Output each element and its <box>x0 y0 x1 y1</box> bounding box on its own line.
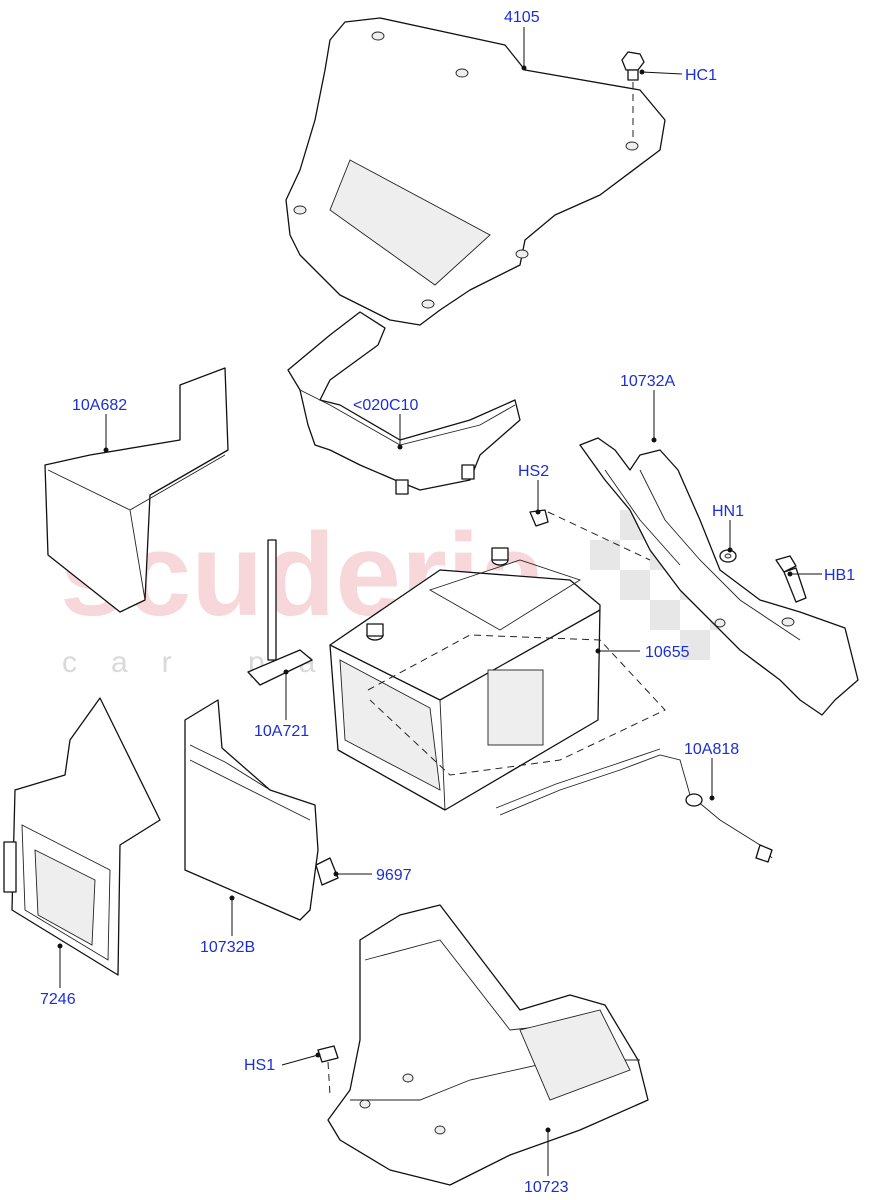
callout-HC1: HC1 <box>685 67 717 84</box>
callout-4105: 4105 <box>504 9 540 26</box>
part-10732B-panel <box>184 699 319 921</box>
leader-lines <box>57 27 822 1176</box>
callout-9697: 9697 <box>376 867 412 884</box>
callout-HN1: HN1 <box>712 503 744 520</box>
part-10732A-bracket <box>579 437 859 716</box>
part-10A682-pad <box>44 367 229 613</box>
part-HC1-clip <box>621 51 645 140</box>
callout-10A721: 10A721 <box>254 723 309 740</box>
callout-10732A: 10732A <box>620 373 675 390</box>
callout-10732B: 10732B <box>200 939 255 956</box>
part-7246-shield <box>3 697 161 976</box>
part-9697-plug <box>315 857 339 886</box>
callout-HS2: HS2 <box>518 463 549 480</box>
callout-7246: 7246 <box>40 991 76 1008</box>
part-4105-cover <box>285 17 666 326</box>
part-10A818-strap <box>495 748 773 863</box>
callout-labels: 4105 HC1 10A682 <020C10 10732A HS2 HN1 H… <box>40 9 855 1196</box>
part-10655-battery <box>329 547 666 811</box>
part-HN1-nut <box>719 549 737 563</box>
part-HS1-screw <box>317 1045 339 1096</box>
callout-10A818: 10A818 <box>684 741 739 758</box>
callout-10723: 10723 <box>524 1179 569 1196</box>
part-10A721-rod <box>247 539 313 686</box>
callout-10A682: 10A682 <box>72 397 127 414</box>
part-10723-tray <box>327 904 649 1186</box>
callout-10655: 10655 <box>645 644 690 661</box>
part-020C10-tray <box>287 311 521 495</box>
callout-HB1: HB1 <box>824 567 855 584</box>
callout-020C10: <020C10 <box>353 397 418 414</box>
callout-HS1: HS1 <box>244 1057 275 1074</box>
part-HB1-bolt <box>775 555 807 603</box>
